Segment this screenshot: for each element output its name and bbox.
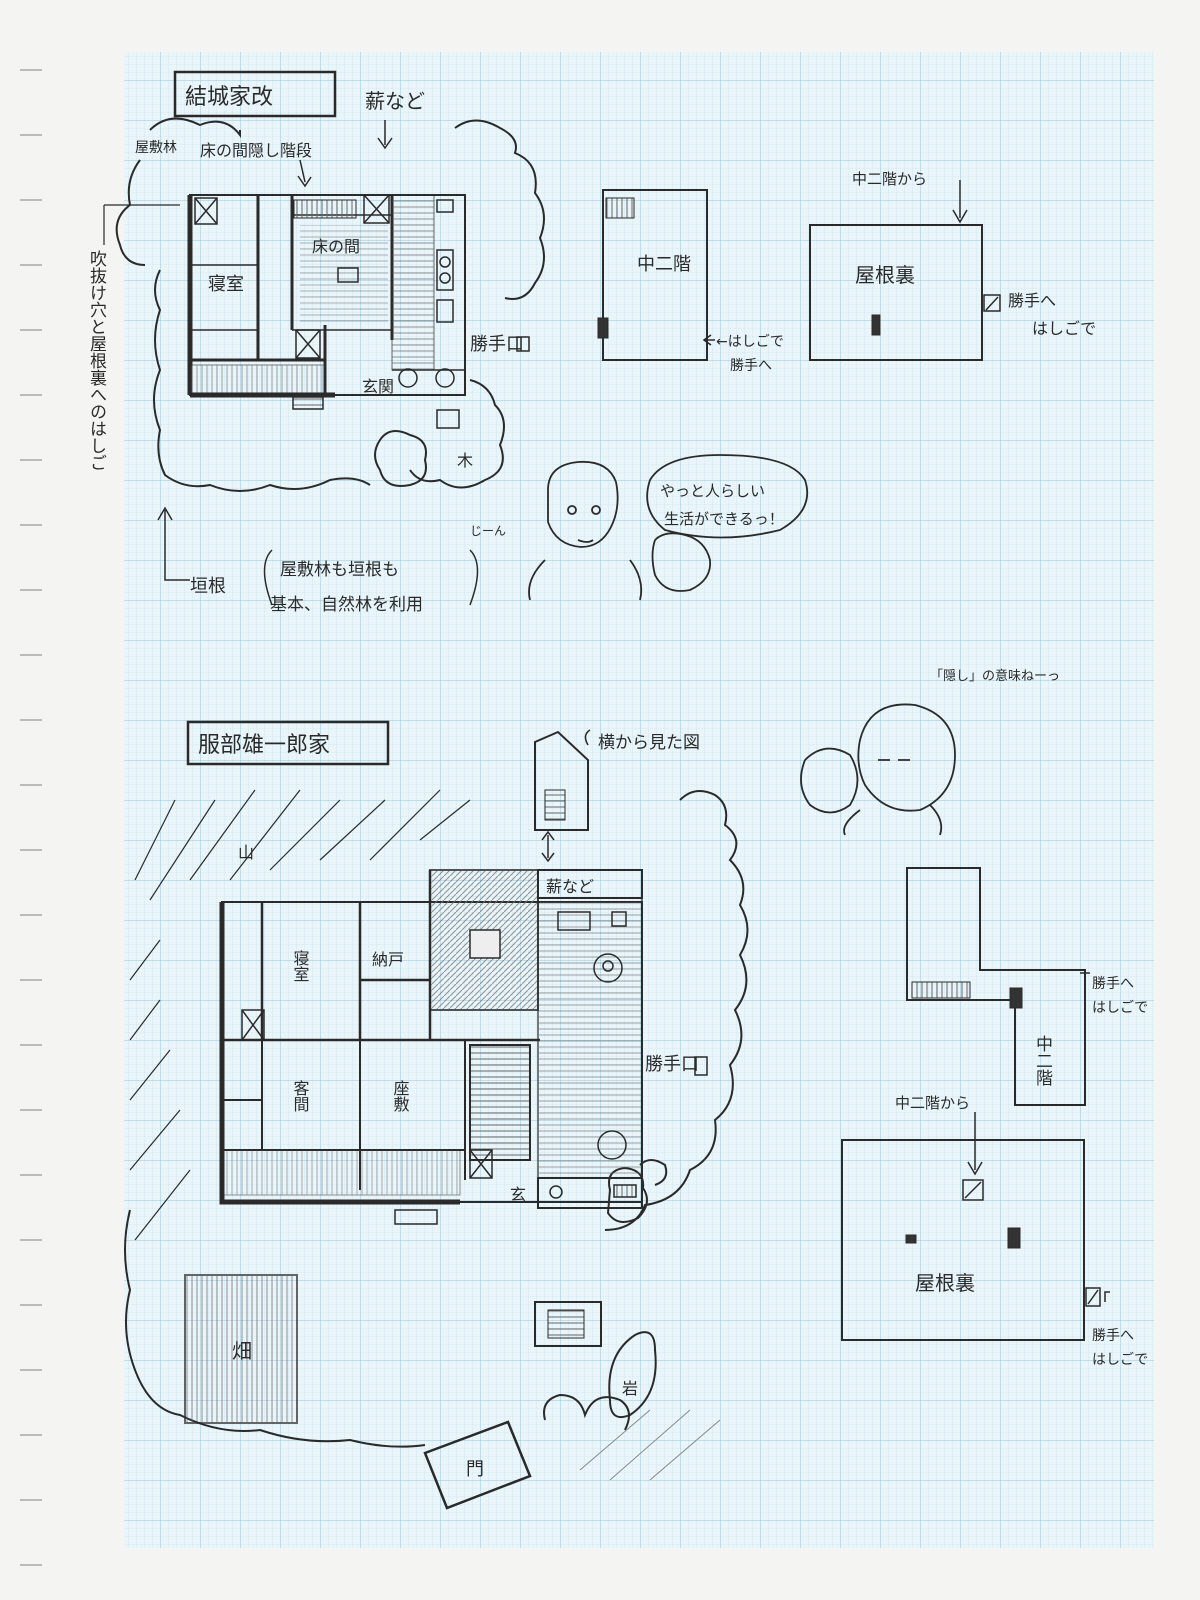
label-katte-top: 勝手口 — [470, 334, 524, 355]
yuuki-house-plan — [103, 70, 545, 606]
hattori-mezz-arrow-2: はしごで — [1092, 1000, 1148, 1016]
label-katte-bottom: 勝手口 — [645, 1054, 699, 1075]
label-shinshitsu-top: 寝室 — [208, 274, 244, 295]
label-side-view: 横から見た図 — [598, 733, 700, 753]
yuuki-attic-arrow-2: はしごで — [1032, 319, 1096, 338]
label-rock: 岩 — [622, 1379, 638, 1398]
hattori-attic-from: 中二階から — [895, 1094, 970, 1112]
yuuki-attic-from: 中二階から — [852, 170, 927, 188]
hattori-mezzanine — [906, 867, 1090, 1106]
hattori-mezz-arrow-1: 勝手へ — [1092, 976, 1134, 992]
bubble-line2: 生活ができるっ！ — [664, 510, 784, 528]
label-shinshitsu-bottom: 寝室 — [291, 949, 310, 982]
label-genkan-bottom: 玄 — [510, 1185, 526, 1204]
note-line2: 基本、自然林を利用 — [270, 595, 423, 615]
label-mountain: 山 — [238, 843, 254, 862]
label-kyakuma: 客間 — [291, 1080, 310, 1113]
label-nando: 納戸 — [372, 950, 404, 969]
bubble-line1: やっと人らしい — [660, 482, 765, 500]
hattori-house-plan — [124, 720, 749, 1510]
label-ikegaki: 垣根 — [190, 576, 226, 597]
label-takigi-top: 薪など — [365, 89, 425, 113]
label-takigi-bottom: 薪など — [546, 877, 594, 896]
label-hidden-stairs: 床の間隠し階段 — [200, 141, 312, 160]
label-tokonoma: 床の間 — [312, 237, 360, 256]
binding-marks — [20, 69, 42, 1566]
characters-middle-right — [800, 703, 956, 836]
yuuki-mezz-arrow-2: 勝手へ — [730, 358, 772, 374]
hattori-title: 服部雄一郎家 — [198, 733, 330, 758]
yuuki-title-box — [173, 70, 337, 118]
yuuki-attic-name: 屋根裏 — [855, 263, 915, 287]
hattori-attic-arrow-1: 勝手へ — [1092, 1328, 1134, 1344]
yuuki-mezzanine — [597, 189, 715, 361]
yuuki-title: 結城家改 — [185, 85, 273, 110]
yuuki-attic — [809, 180, 1001, 361]
hattori-note: 「隠し」の意味ねーっ — [930, 668, 1060, 684]
hattori-attic-name: 屋根裏 — [915, 1271, 975, 1295]
hattori-mezz-name: 中二階 — [1032, 1035, 1053, 1086]
hattori-title-box — [186, 720, 390, 766]
label-zashiki: 座敷 — [391, 1080, 410, 1113]
sfx-jiin: じーん — [470, 524, 506, 538]
yuuki-mezz-name: 中二階 — [637, 254, 691, 275]
hattori-attic — [841, 1112, 1110, 1341]
label-hashigo-vertical: 吹抜け穴と屋根裏へのはしご — [86, 250, 107, 471]
yuuki-attic-arrow-1: 勝手へ — [1008, 291, 1056, 310]
yuuki-mezz-arrow-1: ←はしごで — [716, 334, 784, 350]
label-gate: 門 — [466, 1459, 484, 1480]
label-tree: 木 — [457, 451, 473, 470]
hattori-attic-arrow-2: はしごで — [1092, 1352, 1148, 1368]
label-genkan-top: 玄関 — [362, 377, 394, 396]
note-line1: 屋敷林も垣根も — [280, 560, 399, 580]
text-layer: 結城家改 屋敷林 薪など 床の間隠し階段 床の間 寝室 玄関 勝手口 木 吹抜け… — [86, 85, 1148, 1480]
characters-top — [528, 454, 809, 601]
label-field: 畑 — [232, 1339, 252, 1363]
label-yashikibayashi: 屋敷林 — [135, 140, 177, 156]
